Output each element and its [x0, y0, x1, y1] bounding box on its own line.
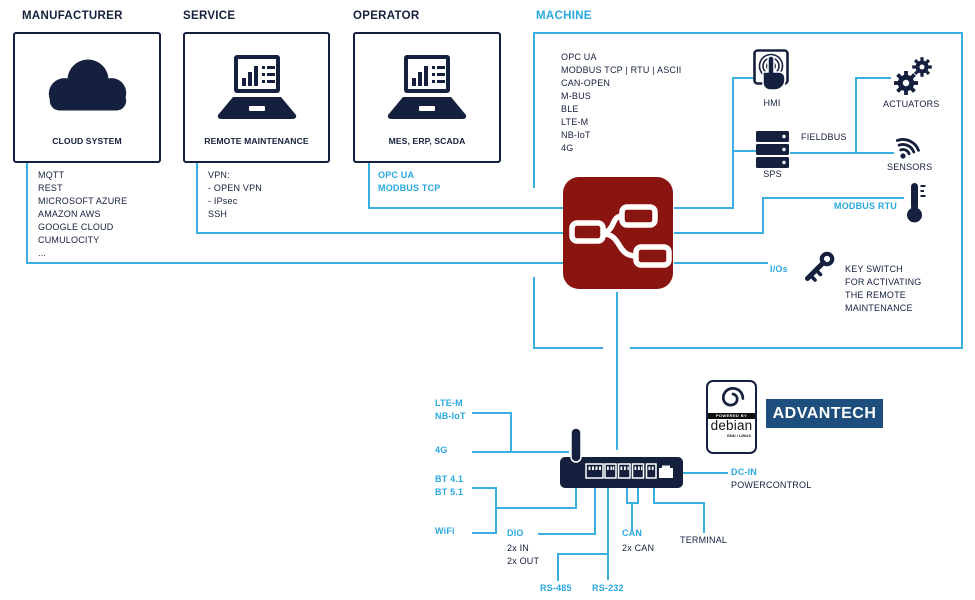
key-icon	[805, 251, 835, 282]
sps-label: SPS	[763, 169, 782, 179]
cloud-icon	[48, 59, 127, 111]
cloud-connector-v	[26, 163, 28, 264]
rj45-port	[659, 465, 673, 478]
actuators-gears-icon	[894, 57, 932, 95]
ltem-nbiot-label: LTE-M NB-IoT	[435, 398, 466, 421]
rs485-line-h	[557, 553, 609, 555]
machine-header: MACHINE	[536, 10, 592, 22]
dio-sub-label: 2x IN 2x OUT	[507, 543, 540, 566]
thermometer-icon	[907, 183, 926, 223]
debian-badge: POWERED BY debian GNU / LINUX	[706, 380, 757, 454]
hmi-touchscreen-icon	[753, 49, 789, 91]
gateway-device	[560, 427, 683, 488]
laptop-chart-icon	[217, 55, 297, 119]
antenna	[570, 427, 582, 463]
operator-protocol-list: OPC UA MODBUS TCP	[378, 170, 441, 193]
can-sub-label: 2x CAN	[622, 543, 655, 553]
sps-stub-h	[732, 150, 756, 152]
machine-box-border-left-upper	[533, 32, 535, 188]
service-connector-h	[196, 232, 566, 234]
machine-box-border-bottom-right	[630, 347, 963, 349]
dio-label: DIO	[507, 528, 524, 538]
actuators-stub-h	[855, 77, 891, 79]
modbus-rtu-label: MODBUS RTU	[834, 201, 897, 211]
cloud-connector-h	[26, 262, 566, 264]
modbus-elbow-v	[762, 197, 764, 234]
debian-swirl-icon	[721, 387, 745, 407]
bluetooth-label: BT 4.1 BT 5.1	[435, 474, 464, 497]
fieldbus-label: FIELDBUS	[801, 132, 847, 142]
hmi-label: HMI	[763, 98, 781, 108]
cloud-system-label: CLOUD SYSTEM	[52, 136, 122, 146]
mes-erp-scada-label: MES, ERP, SCADA	[388, 136, 466, 146]
dcin-label: DC-IN	[731, 467, 757, 477]
rs485-line-v	[557, 553, 559, 581]
hmi-stub-h	[732, 77, 753, 79]
dio-line-h	[538, 533, 596, 535]
dio-riser-v	[594, 487, 596, 535]
advantech-logo: ADVANTECH	[766, 399, 883, 428]
ltem-nbiot-line-h	[472, 412, 512, 414]
actuators-branch-v	[855, 77, 857, 154]
service-protocol-list: VPN: - OPEN VPN - IPsec SSH	[208, 170, 263, 219]
operator-connector-h	[368, 207, 566, 209]
manufacturer-protocol-list: MQTT REST MICROSOFT AZURE AMAZON AWS GOO…	[38, 170, 128, 258]
modbus-rtu-line-h	[762, 197, 904, 199]
can-riser-right-v	[637, 487, 639, 504]
wifi-line-h	[472, 532, 497, 534]
rs485-label: RS-485	[540, 583, 572, 593]
powercontrol-label: POWERCONTROL	[731, 480, 812, 490]
terminal-riser-v	[653, 487, 655, 504]
sensors-signal-icon	[895, 138, 920, 159]
sps-server-icon	[756, 131, 789, 168]
debian-sub-label: GNU / LINUX	[726, 433, 751, 438]
ios-line-h	[674, 262, 768, 264]
machine-protocol-list: OPC UA MODBUS TCP | RTU | ASCII CAN-OPEN…	[561, 52, 682, 153]
service-connector-v	[196, 163, 198, 234]
laptop-chart-icon	[387, 55, 467, 119]
operator-connector-v	[368, 163, 370, 208]
operator-header: OPERATOR	[353, 10, 420, 22]
remote-maintenance-label: REMOTE MAINTENANCE	[204, 136, 309, 146]
rs232-line-v	[607, 487, 609, 580]
bt-line-h	[472, 487, 497, 489]
node-gateway-line-v	[616, 292, 618, 450]
can-riser-left-v	[626, 487, 628, 504]
rs232-label: RS-232	[592, 583, 624, 593]
hmi-sps-trunk-v	[732, 77, 734, 209]
cellular-line-h	[472, 451, 569, 453]
cellular-label: 4G	[435, 445, 448, 455]
can-label: CAN	[622, 528, 643, 538]
terminal-drop-v	[703, 502, 705, 533]
dcin-line-h	[683, 472, 728, 474]
fieldbus-line-h	[790, 152, 894, 154]
ltem-nbiot-elbow-v	[510, 412, 512, 453]
machine-box-border-right	[961, 32, 963, 349]
manufacturer-header: MANUFACTURER	[22, 10, 123, 22]
machine-box-border-top	[533, 32, 963, 34]
node-modbus-branch-h	[674, 232, 764, 234]
advantech-logo-text: ADVANTECH	[772, 405, 877, 422]
node-hmi-branch-h	[674, 207, 732, 209]
machine-box-border-bottom-left	[533, 347, 603, 349]
key-switch-label: KEY SWITCH FOR ACTIVATING THE REMOTE MAI…	[845, 264, 922, 313]
terminal-line-h	[653, 502, 705, 504]
can-drop-v	[631, 502, 633, 530]
wifi-label: WiFi	[435, 526, 455, 536]
debian-powered-by-label: POWERED BY	[708, 413, 755, 419]
ios-label: I/Os	[770, 264, 788, 274]
debian-label: debian	[710, 418, 753, 433]
terminal-label: TERMINAL	[680, 535, 728, 545]
gateway-flow-node-icon	[563, 177, 673, 289]
bt-wifi-trunk-v	[495, 487, 497, 534]
bt-wifi-line-h	[495, 507, 577, 509]
machine-box-border-left-lower	[533, 277, 535, 349]
service-header: SERVICE	[183, 10, 236, 22]
sensors-label: SENSORS	[887, 162, 933, 172]
bt-wifi-riser-v	[575, 487, 577, 509]
actuators-label: ACTUATORS	[883, 99, 940, 109]
